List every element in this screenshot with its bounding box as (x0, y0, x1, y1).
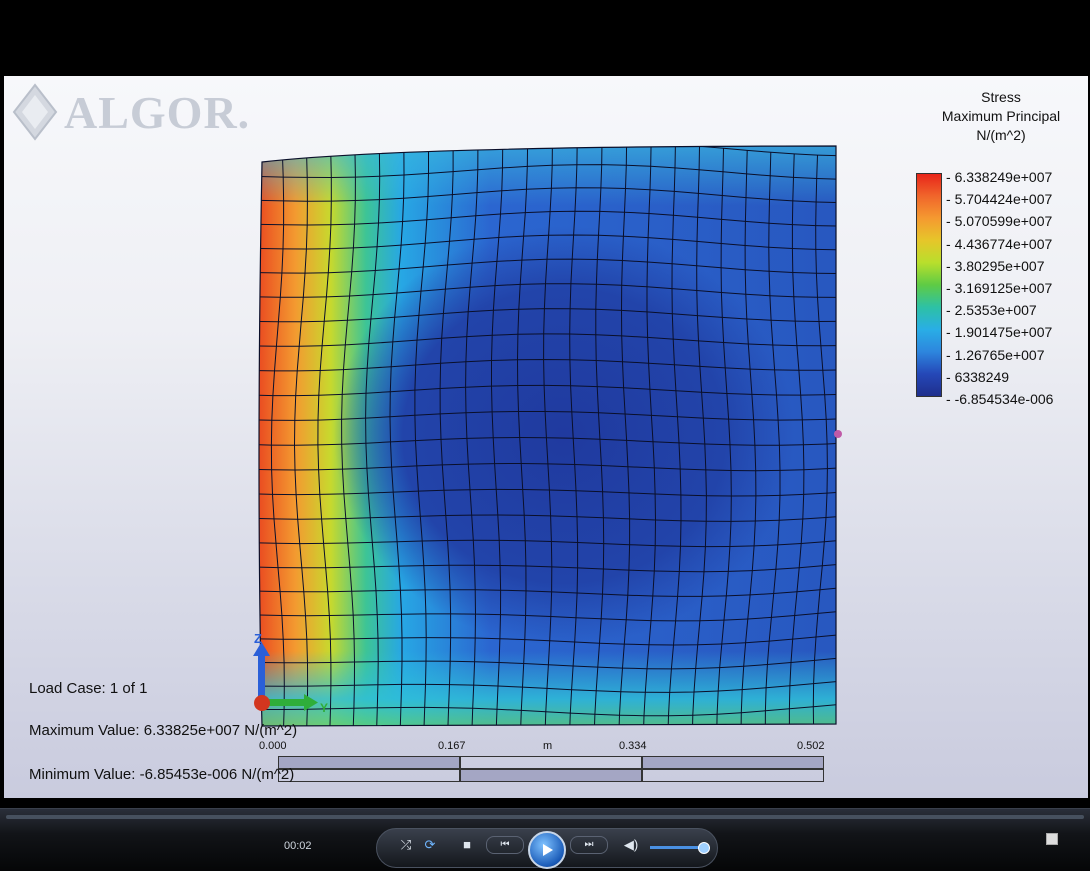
legend-labels: 6.338249e+007 5.704424e+007 5.070599e+00… (946, 166, 1054, 410)
scale-tick-label: 0.334 (619, 740, 647, 752)
legend-label: 3.80295e+007 (946, 255, 1053, 277)
next-button[interactable]: ⏭ (570, 836, 608, 854)
mesh-line (259, 514, 836, 522)
legend-label: 6.338249e+007 (946, 166, 1053, 188)
elapsed-time: 00:02 (284, 840, 312, 852)
mesh-line (260, 728, 837, 739)
mesh-line (259, 333, 836, 347)
legend-label: 2.5353e+007 (946, 299, 1053, 321)
mute-volume-icon[interactable]: ◀) (623, 837, 639, 852)
legend-label: 1.26765e+007 (946, 344, 1053, 366)
probe-point-marker[interactable] (834, 430, 842, 438)
legend-colorbar (916, 173, 942, 397)
minimum-value-text: Minimum Value: -6.85453e-006 N/(m^2) (29, 766, 295, 783)
axis-triad: Z Y (253, 631, 328, 715)
legend-label: 3.169125e+007 (946, 277, 1053, 299)
scale-segment (278, 769, 460, 782)
legend-title-line: Maximum Principal (941, 108, 1061, 124)
mesh-line (259, 164, 836, 180)
legend-title-line: Stress (981, 89, 1021, 105)
shuffle-icon[interactable]: ⤮ (400, 837, 412, 852)
seek-bar[interactable] (6, 815, 1084, 819)
mesh-line (259, 234, 836, 251)
mesh-line (259, 187, 836, 204)
algor-logo: ALGOR. (12, 80, 250, 144)
mesh-line (259, 539, 836, 548)
legend-title: Stress Maximum Principal N/(m^2) (916, 88, 1086, 145)
scale-tick-label: 0.167 (438, 740, 466, 752)
scale-unit-label: m (543, 740, 553, 752)
mesh-line (259, 563, 836, 573)
mesh-line (259, 436, 836, 446)
mesh-line (259, 283, 836, 298)
axis-z-label: Z (254, 631, 262, 646)
algor-diamond-icon (12, 83, 58, 141)
scale-bar (278, 756, 824, 782)
scale-segment (642, 756, 824, 769)
volume-slider-knob[interactable] (698, 842, 710, 854)
mesh-line (259, 308, 836, 323)
play-icon (543, 844, 553, 856)
scale-segment (460, 756, 642, 769)
maximum-value-text: Maximum Value: 6.33825e+007 N/(m^2) (29, 722, 298, 739)
legend-label: -6.854534e-006 (946, 388, 1054, 410)
mesh-line (259, 384, 836, 397)
model-viewport[interactable]: ALGOR. (4, 76, 1088, 798)
legend-label: 6338249 (946, 366, 1053, 388)
scale-segment (642, 769, 824, 782)
play-button[interactable] (528, 831, 566, 869)
mesh-line (259, 210, 836, 227)
switch-to-library-icon[interactable] (1046, 833, 1058, 845)
scale-tick-label: 0.502 (797, 740, 825, 752)
load-case-text: Load Case: 1 of 1 (29, 680, 148, 697)
repeat-icon[interactable]: ⟳ (424, 837, 436, 852)
axis-y-label: Y (320, 701, 328, 715)
mesh-line (837, 156, 851, 728)
volume-slider[interactable] (650, 846, 702, 849)
mesh-line (259, 610, 836, 622)
mesh-line (260, 704, 836, 717)
mesh-line (259, 358, 836, 372)
scale-segment (460, 769, 642, 782)
legend-label: 1.901475e+007 (946, 321, 1053, 343)
mesh-line (259, 462, 836, 472)
stress-mesh-plot: Z Y (253, 145, 851, 739)
mesh-line (259, 411, 836, 421)
previous-button[interactable]: ⏮ (486, 836, 524, 854)
legend-label: 4.436774e+007 (946, 233, 1053, 255)
mesh-line (259, 587, 836, 597)
mesh-line (259, 258, 836, 274)
legend-label: 5.070599e+007 (946, 210, 1053, 232)
mesh-line (261, 681, 836, 693)
stop-button[interactable]: ■ (463, 837, 471, 852)
mesh-line (259, 488, 836, 497)
algor-logo-text: ALGOR. (64, 86, 251, 138)
scale-tick-label: 0.000 (259, 740, 287, 752)
media-player-controls: 00:02 ⤮ ⟳ ■ ⏮ ⏭ ◀) (0, 808, 1090, 871)
legend-label: 5.704424e+007 (946, 188, 1053, 210)
scale-segment (278, 756, 460, 769)
mesh-line (260, 657, 836, 670)
mesh-line (259, 634, 836, 646)
legend-title-line: N/(m^2) (976, 127, 1026, 143)
